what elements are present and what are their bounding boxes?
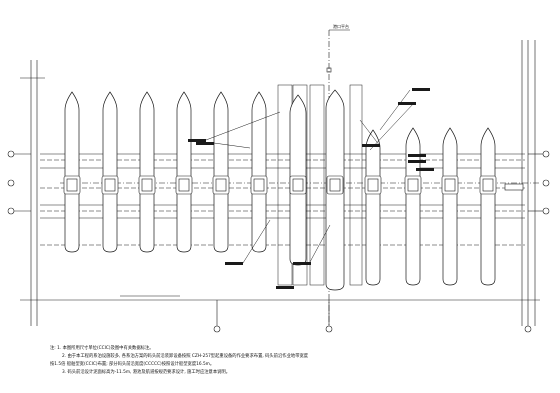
crane-inner: [215, 178, 227, 192]
axis-circle-right-1: [542, 150, 550, 158]
leader-line: [359, 119, 381, 147]
axis-circle-bottom-3: [524, 325, 532, 333]
crane-inner: [292, 178, 304, 192]
slipway-frame: [309, 84, 325, 286]
ship-hull-left: [251, 91, 267, 253]
leader-line: [205, 111, 281, 141]
top-label: 港口平台: [333, 24, 349, 29]
callout-bar: [412, 88, 430, 91]
crane-inner: [444, 178, 456, 192]
leader-line: [213, 142, 251, 149]
axis-circle-bottom-1: [213, 325, 221, 333]
crane-inner: [407, 178, 419, 192]
callout-bar: [196, 142, 214, 145]
axis-circle-left-1: [7, 150, 15, 158]
ship-hull-left: [213, 91, 229, 253]
callout-bar: [293, 262, 311, 265]
crane-inner: [66, 178, 78, 192]
axis-circle-left-2: [7, 179, 15, 187]
crane-inner: [104, 178, 116, 192]
ship-hull-left: [102, 91, 118, 253]
leader-line: [309, 224, 331, 263]
ship-hull-right: [442, 127, 458, 286]
callout-bar: [276, 286, 294, 289]
leader-line: [369, 102, 415, 151]
crane-inner: [367, 178, 379, 192]
ship-hull-right: [405, 127, 421, 286]
note-line-4: 3. 码头前沿设计泥面标高为-11.5m, 港池及航道按规范要求设计, 施工时应…: [62, 370, 231, 375]
callout-bar: [408, 154, 426, 157]
crane-inner: [178, 178, 190, 192]
slipway-frame: [349, 84, 363, 286]
center-axis-marker: [326, 67, 332, 73]
axis-circle-right-2: [542, 179, 550, 187]
callout-bar: [225, 262, 243, 265]
ship-hull-left: [139, 91, 155, 253]
crane-inner: [329, 178, 341, 192]
ship-hull-right: [480, 127, 496, 286]
ship-hull-left: [176, 91, 192, 253]
note-line-3: 按1.5倍 船舶型宽(CCIC)布置; 部分码头前沿宽度(CCCCC)按照设计船…: [50, 362, 215, 367]
bollard-block: [504, 183, 524, 191]
ship-hull-center-3: [365, 129, 381, 286]
leader-line: [242, 219, 271, 264]
drawing-notes: 注: 1. 本图所用尺寸单位(CCIC)及图中有关数据标注。 2. 由于本工程的…: [50, 345, 470, 377]
callout-bar: [408, 160, 426, 163]
callout-bar: [362, 144, 380, 147]
ship-hull-left: [64, 91, 80, 253]
crane-inner: [253, 178, 265, 192]
axis-circle-left-3: [7, 207, 15, 215]
callout-bar: [398, 102, 416, 105]
callout-bar: [188, 139, 206, 142]
note-line-1: 注: 1. 本图所用尺寸单位(CCIC)及图中有关数据标注。: [50, 346, 154, 351]
axis-circle-right-3: [542, 207, 550, 215]
crane-inner: [482, 178, 494, 192]
callout-bar: [416, 168, 434, 171]
crane-inner: [141, 178, 153, 192]
leader-line: [379, 89, 411, 131]
axis-circle-bottom-2: [325, 325, 333, 333]
note-line-2: 2. 由于本工程的系泊设施较多, 各系泊方案的码头前沿装卸设备按照 CZH-25…: [62, 354, 309, 359]
